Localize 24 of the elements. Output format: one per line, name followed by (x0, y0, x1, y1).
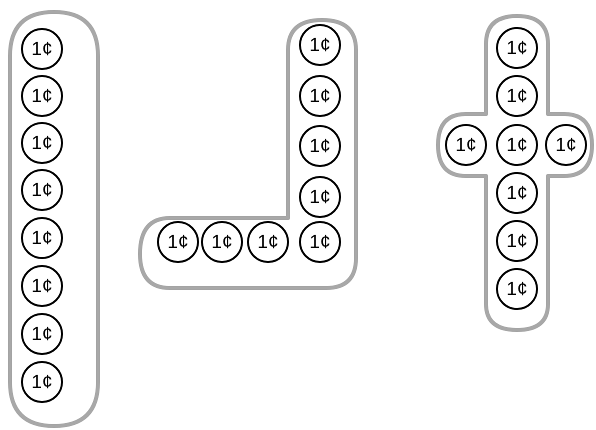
coin: 1¢ (21, 169, 63, 211)
coin: 1¢ (299, 75, 341, 117)
coin: 1¢ (299, 221, 341, 263)
coin: 1¢ (445, 124, 487, 166)
coin: 1¢ (496, 124, 538, 166)
coin: 1¢ (496, 75, 538, 117)
coin: 1¢ (496, 268, 538, 310)
coin: 1¢ (21, 265, 63, 307)
coin: 1¢ (496, 27, 538, 69)
coin: 1¢ (299, 125, 341, 167)
coin: 1¢ (21, 361, 63, 403)
coin: 1¢ (496, 220, 538, 262)
coin: 1¢ (496, 172, 538, 214)
coin: 1¢ (21, 217, 63, 259)
coin: 1¢ (299, 24, 341, 66)
coin: 1¢ (201, 221, 243, 263)
coin: 1¢ (157, 221, 199, 263)
coin: 1¢ (299, 176, 341, 218)
coin: 1¢ (545, 124, 587, 166)
coin: 1¢ (21, 75, 63, 117)
coin: 1¢ (247, 221, 289, 263)
coin: 1¢ (21, 122, 63, 164)
coin: 1¢ (21, 28, 63, 70)
coin: 1¢ (21, 313, 63, 355)
